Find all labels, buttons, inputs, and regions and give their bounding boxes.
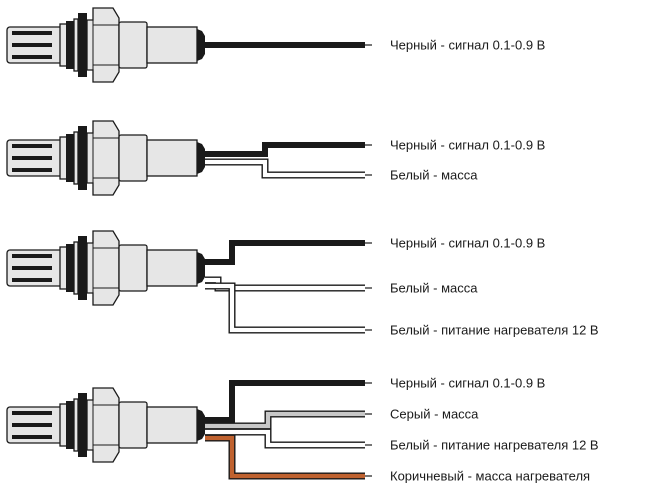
wire-s4-white-heater: [205, 428, 372, 449]
label-s4-black: Черный - сигнал 0.1-0.9 В: [390, 375, 546, 391]
label-s4-white-heater: Белый - питание нагревателя 12 В: [390, 437, 599, 453]
label-s4-brown: Коричневый - масса нагревателя: [390, 468, 591, 484]
label-s3-black: Черный - сигнал 0.1-0.9 В: [390, 235, 546, 251]
wire-s2-white: [205, 158, 372, 179]
label-s1-black: Черный - сигнал 0.1-0.9 В: [390, 37, 546, 53]
label-s2-white: Белый - масса: [390, 167, 478, 183]
wire-s4-grey: [205, 410, 372, 430]
label-s3-white-heater: Белый - питание нагревателя 12 В: [390, 322, 599, 338]
label-s3-white: Белый - масса: [390, 280, 478, 296]
wire-s3-black: [205, 240, 372, 265]
sensor-2-wire: [6, 120, 205, 196]
wire-s3-white-heater: [205, 282, 372, 334]
sensor-3-wire: [6, 230, 205, 306]
wire-s4-brown: [205, 434, 372, 480]
sensor-4-wire: [6, 387, 205, 463]
wire-s2-black: [205, 142, 372, 157]
sensor-1-wire: [6, 7, 205, 83]
label-s2-black: Черный - сигнал 0.1-0.9 В: [390, 137, 546, 153]
label-s4-grey: Серый - масса: [390, 406, 479, 422]
wire-s4-black: [205, 380, 372, 423]
